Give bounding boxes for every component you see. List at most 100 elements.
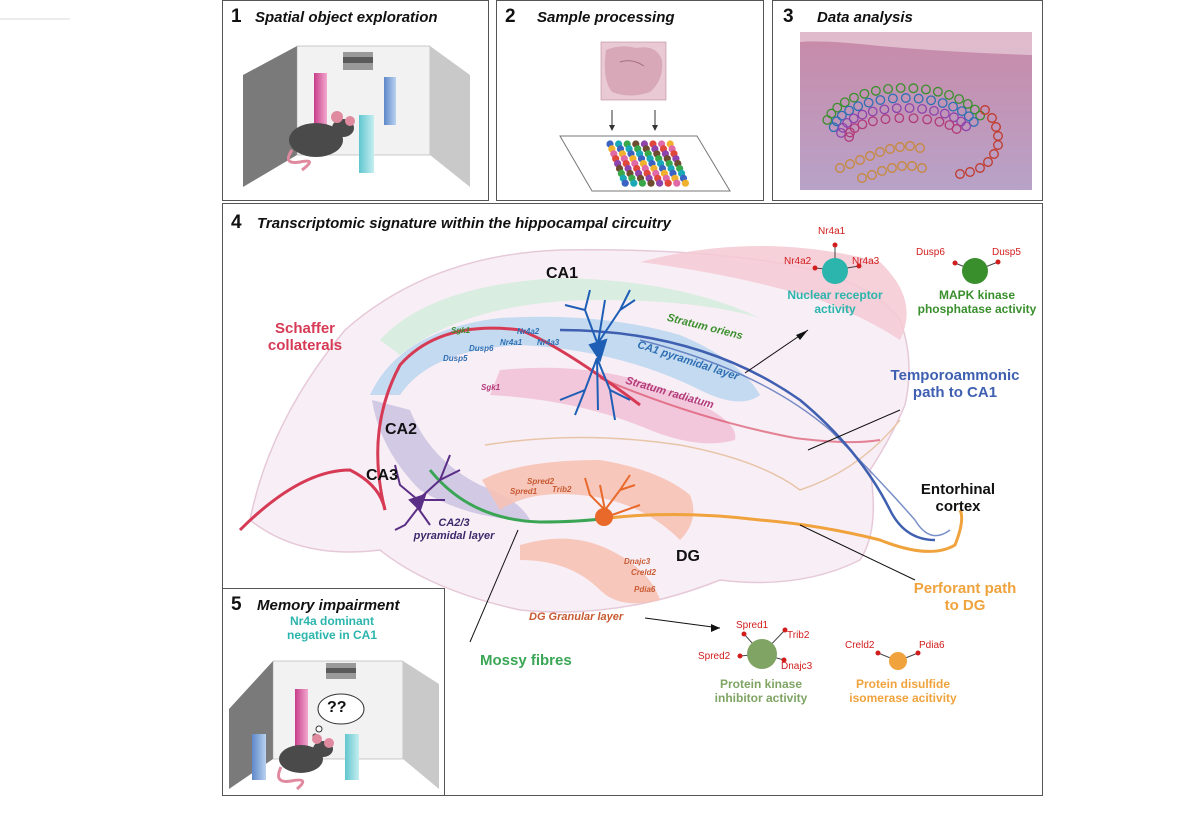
spot-ring [883,84,893,94]
panel-1-title: Spatial object exploration [255,9,438,26]
arena-left-wall [243,46,297,187]
net-gene-creld2: Creld2 [845,640,875,651]
panel-5-title: Memory impairment [257,597,400,614]
spot-ring [849,92,859,103]
question-marks: ?? [327,699,347,716]
spot-ring [948,101,959,112]
net-gene-dnajc3: Dnajc3 [781,661,813,672]
spot-ring [895,142,905,152]
spot-ring [954,94,965,105]
mouse-1 [286,111,355,172]
panel-1-number: 1 [231,6,242,27]
spot-ring [870,85,881,96]
barcode-spot [630,179,638,187]
spot-ring [991,122,1001,132]
panel-5-number: 5 [231,594,242,615]
spot-ring [975,163,985,173]
spot-ring [867,106,878,117]
object-cyan [359,115,374,173]
spot-ring [853,101,864,112]
spot-ring [934,116,945,127]
spot-ring [831,116,842,127]
schaffer-lower-curve [238,468,387,532]
spot-ring [859,88,870,99]
spot-ring [956,116,967,127]
panel-3-number: 3 [783,6,794,27]
spot-ring [955,169,965,179]
spot-ring [844,132,855,143]
spot-ring [932,86,943,97]
label-dg: DG [676,548,700,565]
barcode-spot [673,179,681,187]
temporoammonic-path-2 [639,339,951,537]
barcode-spot [638,179,647,187]
panel-2-title: Sample processing [537,9,675,26]
spot-ring [867,170,877,180]
spot-ring [937,98,948,108]
spot-ring [845,127,856,138]
spot-ring [968,117,979,127]
net-gene-trib2: Trib2 [787,630,810,641]
spot-ring [926,95,937,106]
temporoammonic-path [559,328,936,542]
gene-nr4a2: Nr4a2 [517,327,540,336]
gene-sgk1-radiatum: Sgk1 [481,383,501,392]
net-gene-dusp5: Dusp5 [992,247,1021,258]
gene-pdia6: Pdia6 [634,585,656,594]
arena-window-bar [343,57,373,63]
spot-ring [877,166,887,176]
panel-3-title: Data analysis [817,9,913,26]
net-gene-nr4a3: Nr4a3 [852,256,880,267]
spot-ring [844,105,855,116]
panel-sample-processing: 2 Sample processing [496,0,764,201]
arrowhead-pki [711,624,720,632]
gene-dusp5: Dusp5 [443,354,468,363]
network-mapk-phosphatase [952,258,1001,284]
spot-ring [907,161,917,171]
barcode-spot [621,179,629,187]
dg-outline [484,419,901,491]
spot-ring [993,140,1003,150]
network-protein-kinase-inhibitor [737,627,788,669]
tissue-upper-band [800,32,1032,55]
schaffer-faint [599,377,881,444]
spot-ring [983,157,993,167]
label-mossy-fibres: Mossy fibres [480,652,572,669]
object-blue [384,77,396,125]
network-protein-disulfide-isomerase [875,650,921,670]
stratum-oriens-shape [380,278,760,355]
spot-ring [863,97,874,108]
spot-ring [867,116,878,127]
mossy-fibre-path [428,469,609,524]
spot-ring [857,119,868,130]
spot-ring [908,113,919,124]
spatial-spot-clusters [822,83,1003,183]
spot-ring [939,108,950,119]
spot-ring [865,151,875,161]
panel-2-number: 2 [505,6,516,27]
label-ca2: CA2 [385,421,418,438]
spot-ring [894,113,905,124]
barcode-spot [656,179,664,187]
arena-box-2 [229,660,439,791]
spot-ring [908,83,919,94]
dg-upper-blade [482,460,694,540]
spot-ring [839,97,850,108]
barcode-spot [647,179,655,187]
spot-ring [905,141,915,151]
ca23-pyramidal-neuron [394,454,461,531]
panel-4-title: Transcriptomic signature within the hipp… [257,215,671,232]
spot-ring [857,173,867,183]
spot-ring [895,83,906,94]
arrowhead-nuclear [796,330,808,340]
dg-lower-blade [520,538,660,604]
net-gene-nr4a2: Nr4a2 [784,256,812,267]
gene-spred2: Spred2 [527,477,555,486]
spot-ring [887,163,897,173]
